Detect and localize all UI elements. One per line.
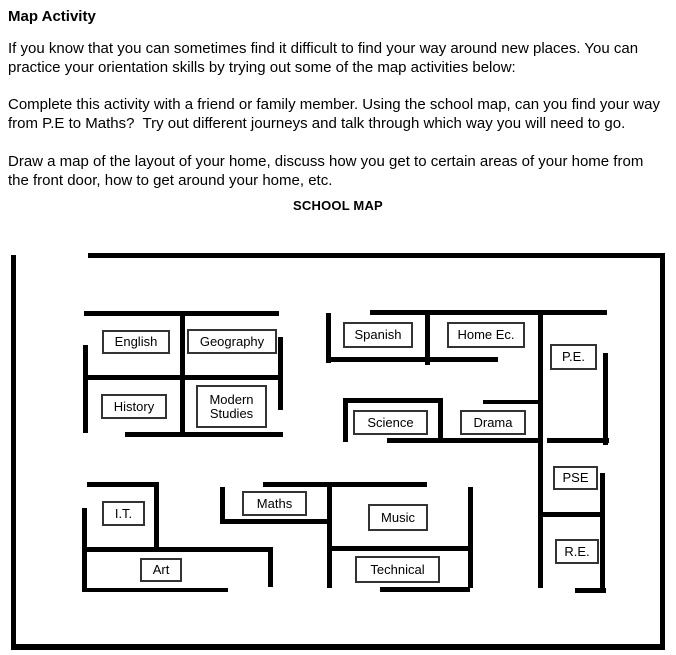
- wall-frame-bottom: [11, 644, 665, 650]
- wall-it-left: [82, 508, 87, 592]
- wall-languages-bottom: [328, 357, 498, 362]
- wall-corridor-right: [547, 438, 609, 443]
- room-label-music: Music: [368, 504, 428, 531]
- room-label-home-ec: Home Ec.: [447, 322, 525, 348]
- room-label-pse: PSE: [553, 466, 598, 490]
- wall-corridor-left: [387, 438, 538, 443]
- room-label-spanish: Spanish: [343, 322, 413, 348]
- wall-music-right: [468, 487, 473, 588]
- wall-it-right: [154, 482, 159, 548]
- room-label-geography: Geography: [187, 329, 277, 354]
- wall-frame-left: [11, 255, 16, 650]
- wall-re-bottom: [575, 588, 606, 593]
- home-map-paragraph: Draw a map of the layout of your home, d…: [8, 153, 648, 189]
- room-label-drama: Drama: [460, 410, 526, 435]
- wall-science-top: [343, 398, 443, 403]
- wall-music-top: [332, 482, 427, 487]
- activity-paragraph: Complete this activity with a friend or …: [8, 96, 665, 132]
- wall-drama-top: [483, 400, 540, 404]
- room-label-it: I.T.: [102, 501, 145, 526]
- wall-art-top: [85, 547, 273, 552]
- room-label-art: Art: [140, 558, 182, 582]
- wall-languages-left: [326, 313, 331, 363]
- wall-maths-left: [220, 487, 225, 524]
- wall-humanities-mid-h: [84, 375, 283, 380]
- map-title: SCHOOL MAP: [293, 198, 383, 213]
- wall-maths-top: [263, 482, 330, 487]
- wall-frame-top: [88, 253, 665, 258]
- room-label-re: R.E.: [555, 539, 599, 564]
- wall-frame-right: [660, 253, 665, 649]
- wall-science-left: [343, 398, 348, 442]
- room-label-technical: Technical: [355, 556, 440, 583]
- wall-pe-left-long: [538, 311, 543, 588]
- wall-humanities-left: [83, 345, 88, 433]
- wall-languages-divider: [425, 314, 430, 365]
- room-label-pe: P.E.: [550, 344, 597, 370]
- page-title: Map Activity: [8, 8, 96, 25]
- wall-humanities-right: [278, 337, 283, 410]
- wall-pse-re-right: [600, 473, 605, 588]
- wall-center-vertical: [327, 482, 332, 588]
- wall-art-bottom: [82, 588, 228, 592]
- wall-maths-bottom: [223, 519, 328, 524]
- document-text: Map Activity If you know that you can so…: [8, 8, 668, 213]
- room-label-english: English: [102, 330, 170, 354]
- wall-music-tech-mid: [332, 546, 468, 551]
- wall-humanities-bottom: [125, 432, 283, 437]
- wall-technical-bottom: [380, 587, 470, 592]
- room-label-history: History: [101, 394, 167, 419]
- wall-science-right: [438, 398, 443, 440]
- room-label-maths: Maths: [242, 491, 307, 516]
- wall-it-top: [87, 482, 159, 487]
- wall-pe-right: [603, 353, 608, 445]
- wall-humanities-mid-v: [180, 311, 185, 437]
- wall-languages-top: [370, 310, 607, 315]
- room-label-science: Science: [353, 410, 428, 435]
- wall-pse-re-divider: [543, 512, 605, 517]
- wall-art-right: [268, 547, 273, 587]
- intro-paragraph: If you know that you can sometimes find …: [8, 40, 643, 76]
- room-label-modern-studies: Modern Studies: [196, 385, 267, 428]
